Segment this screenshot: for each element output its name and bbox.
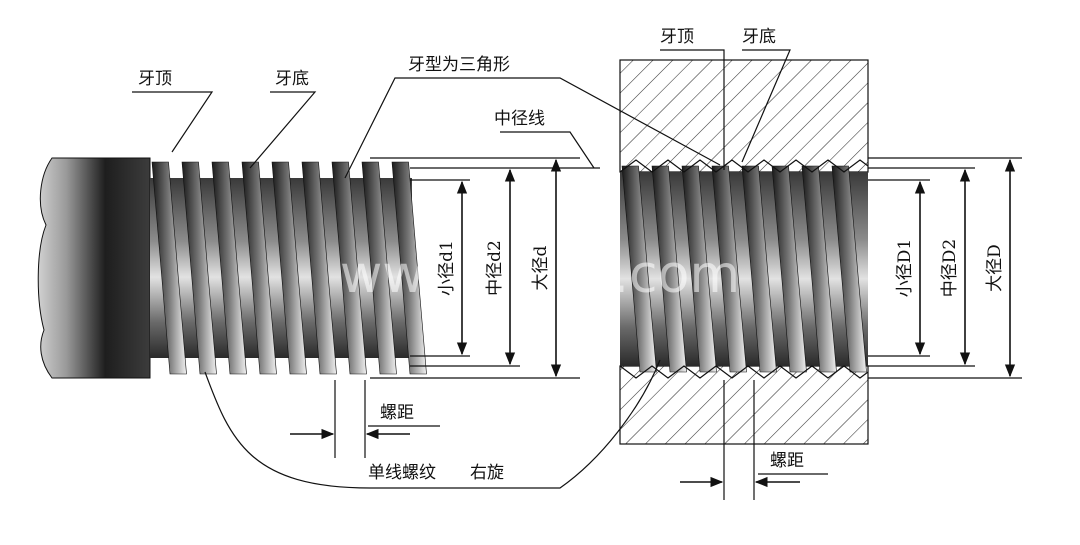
label-crest-left: 牙顶 xyxy=(138,69,172,89)
nut-thread-tooth xyxy=(621,165,657,373)
nut-thread-tooth xyxy=(771,165,807,373)
label-right-hand: 右旋 xyxy=(470,463,504,483)
bolt-thread-tooth xyxy=(181,161,217,375)
nut-thread-tooth xyxy=(681,165,717,373)
nut-thread-tooth xyxy=(741,165,777,373)
label-D: 大径D xyxy=(985,244,1005,292)
bolt-head xyxy=(37,157,151,379)
leader-lines xyxy=(132,49,791,489)
label-D2: 中径D2 xyxy=(940,239,960,297)
label-single-thread: 单线螺纹 xyxy=(368,463,436,483)
label-root-right: 牙底 xyxy=(742,27,776,47)
nut-thread-teeth xyxy=(621,165,867,373)
nut-thread-tooth xyxy=(831,165,867,373)
nut-thread-tooth xyxy=(711,165,747,373)
nut-section-top xyxy=(619,59,869,173)
nut xyxy=(619,59,869,445)
label-pitch-right: 螺距 xyxy=(770,451,804,471)
bolt-dimensions xyxy=(370,157,600,379)
label-d1: 小径d1 xyxy=(437,240,457,296)
nut-section-bottom xyxy=(619,365,869,445)
bolt xyxy=(37,157,427,379)
label-pitch-left: 螺距 xyxy=(380,403,414,423)
bolt-thread-tooth xyxy=(151,161,187,375)
label-D1: 小径D1 xyxy=(895,239,915,297)
label-d2: 中径d2 xyxy=(485,240,505,296)
label-pitch-diameter-line: 中径线 xyxy=(494,109,545,129)
bolt-thread-tooth xyxy=(301,161,337,375)
watermark: www.zcmv.com xyxy=(340,245,740,305)
nut-thread-tooth xyxy=(651,165,687,373)
bolt-thread-teeth xyxy=(151,161,427,375)
bolt-thread-tooth xyxy=(361,161,397,375)
bolt-thread-tooth xyxy=(211,161,247,375)
label-root-left: 牙底 xyxy=(275,69,309,89)
label-crest-right: 牙顶 xyxy=(660,27,694,47)
label-d: 大径d xyxy=(531,245,551,290)
label-thread-profile: 牙型为三角形 xyxy=(408,55,510,75)
nut-dimensions xyxy=(868,157,1022,379)
bolt-thread-tooth xyxy=(241,161,277,375)
nut-pitch xyxy=(680,380,828,500)
bolt-pitch xyxy=(290,380,440,458)
bolt-thread-tooth xyxy=(331,161,367,375)
bolt-thread-tooth xyxy=(391,161,427,375)
labels: 牙顶 牙底 牙型为三角形 中径线 牙顶 牙底 螺距 螺距 单线螺纹 右旋 小径d… xyxy=(138,27,1005,483)
bolt-thread-tooth xyxy=(271,161,307,375)
